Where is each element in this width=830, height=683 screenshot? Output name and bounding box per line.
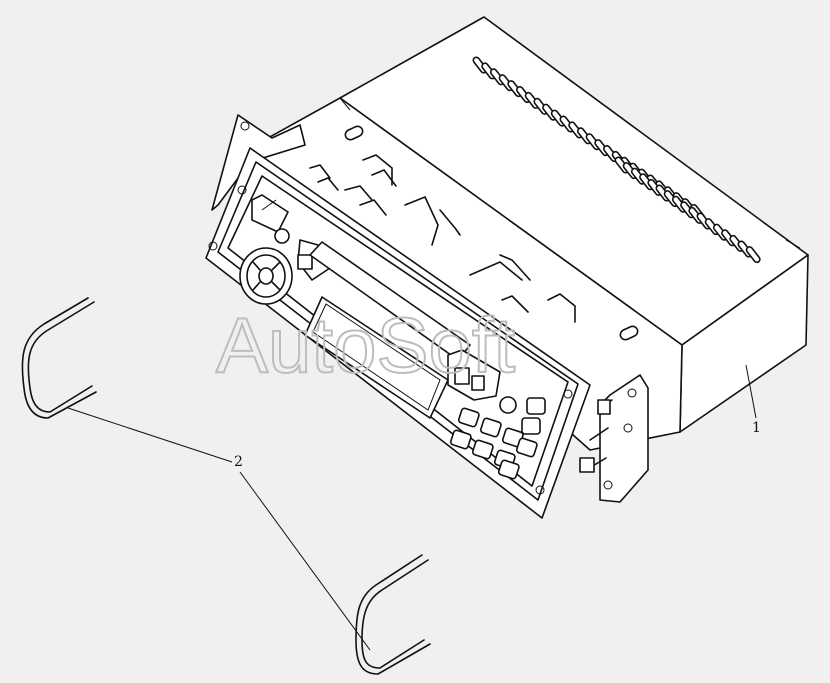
cassette-slot: [309, 241, 471, 361]
front-faceplate: [205, 114, 591, 519]
eject-button: [251, 194, 290, 244]
leader-line-1: [745, 364, 757, 419]
right-mounting-bracket: [599, 374, 649, 503]
connector-plug-left: [297, 239, 331, 281]
preset-button: [515, 437, 538, 458]
preset-buttons: [449, 407, 538, 480]
vent-slot: [745, 246, 761, 264]
connector-plug-right: [447, 349, 501, 401]
tuning-knob: [499, 396, 546, 435]
left-mounting-bracket: [211, 114, 306, 211]
radio-housing: [249, 16, 809, 503]
callout-2: 2: [234, 454, 243, 470]
volume-knob: [239, 247, 293, 305]
preset-button: [471, 439, 494, 460]
preset-button: [457, 407, 480, 428]
watermark: AutoSoft: [216, 301, 516, 389]
removal-key-bottom: [355, 554, 431, 675]
preset-button: [449, 429, 472, 450]
preset-button: [497, 459, 520, 480]
preset-button: [479, 417, 502, 438]
leader-line-2-upper: [67, 407, 233, 463]
leader-line-2-lower: [239, 471, 371, 651]
top-vent-slots-lower: [614, 156, 761, 264]
removal-key-top: [21, 297, 97, 419]
callout-1: 1: [752, 420, 761, 436]
